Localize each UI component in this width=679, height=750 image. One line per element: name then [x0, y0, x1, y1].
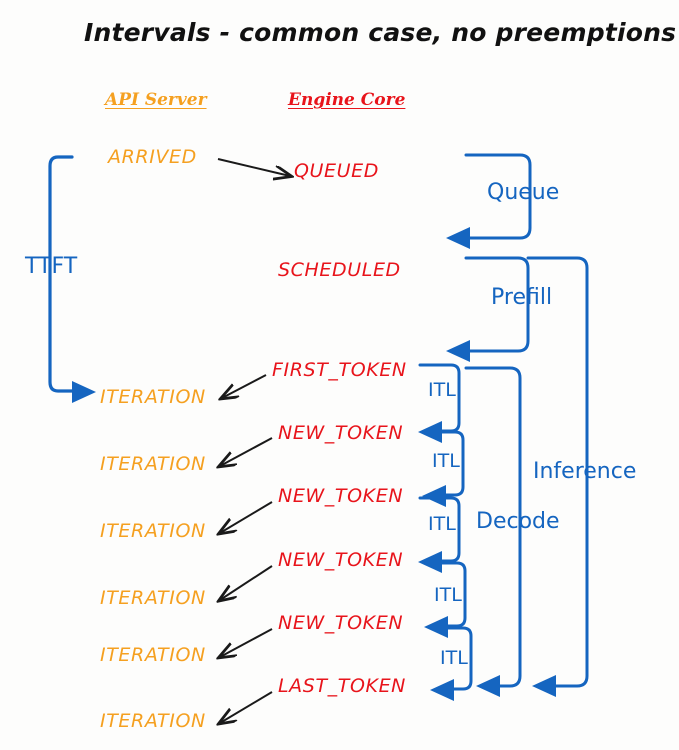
interval-bracket-itl-5: [430, 626, 473, 701]
interval-label-queue: Queue: [487, 180, 560, 205]
state-queued: QUEUED: [294, 160, 380, 182]
state-scheduled: SCHEDULED: [278, 259, 401, 281]
arrow-arrived-to-queued: [217, 158, 290, 176]
state-new-token-1: NEW_TOKEN: [278, 422, 404, 444]
state-iteration-5: ITERATION: [100, 644, 206, 666]
interval-bracket-prefill: [446, 256, 530, 362]
interval-label-itl-4: ITL: [434, 584, 462, 606]
arrow-new-token-to-iteration-3: [220, 565, 273, 600]
state-iteration-1: ITERATION: [100, 386, 206, 408]
interval-bracket-queue: [446, 153, 532, 249]
interval-label-ttft: TTFT: [25, 254, 78, 279]
interval-label-itl-2: ITL: [432, 450, 460, 472]
interval-bracket-decode: [464, 366, 522, 697]
interval-label-prefill: Prefill: [491, 285, 553, 310]
state-new-token-2: NEW_TOKEN: [278, 485, 404, 507]
state-arrived: ARRIVED: [108, 146, 197, 168]
column-header-api-server: API Server: [105, 90, 207, 110]
state-iteration-3: ITERATION: [100, 520, 206, 542]
arrow-first-token-to-iteration: [222, 374, 267, 398]
state-iteration-6: ITERATION: [100, 710, 206, 732]
state-iteration-2: ITERATION: [100, 453, 206, 475]
column-header-engine-core: Engine Core: [288, 90, 406, 110]
interval-label-inference: Inference: [533, 459, 637, 484]
interval-label-decode: Decode: [476, 509, 560, 534]
interval-label-itl-1: ITL: [428, 379, 456, 401]
arrow-last-token-to-iteration: [220, 691, 273, 723]
interval-bracket-ttft: [48, 155, 96, 403]
state-iteration-4: ITERATION: [100, 587, 206, 609]
interval-label-itl-3: ITL: [428, 513, 456, 535]
interval-label-itl-5: ITL: [440, 647, 468, 669]
arrow-new-token-to-iteration-1: [220, 437, 273, 466]
state-first-token: FIRST_TOKEN: [272, 359, 407, 381]
arrow-new-token-to-iteration-4: [220, 628, 273, 657]
arrow-new-token-to-iteration-2: [220, 501, 273, 533]
interval-bracket-itl-2: [422, 430, 465, 507]
state-last-token: LAST_TOKEN: [278, 675, 406, 697]
page-title: Intervals - common case, no preemptions: [84, 18, 677, 47]
state-new-token-3: NEW_TOKEN: [278, 549, 404, 571]
interval-bracket-inference: [526, 256, 589, 697]
state-new-token-4: NEW_TOKEN: [278, 612, 404, 634]
